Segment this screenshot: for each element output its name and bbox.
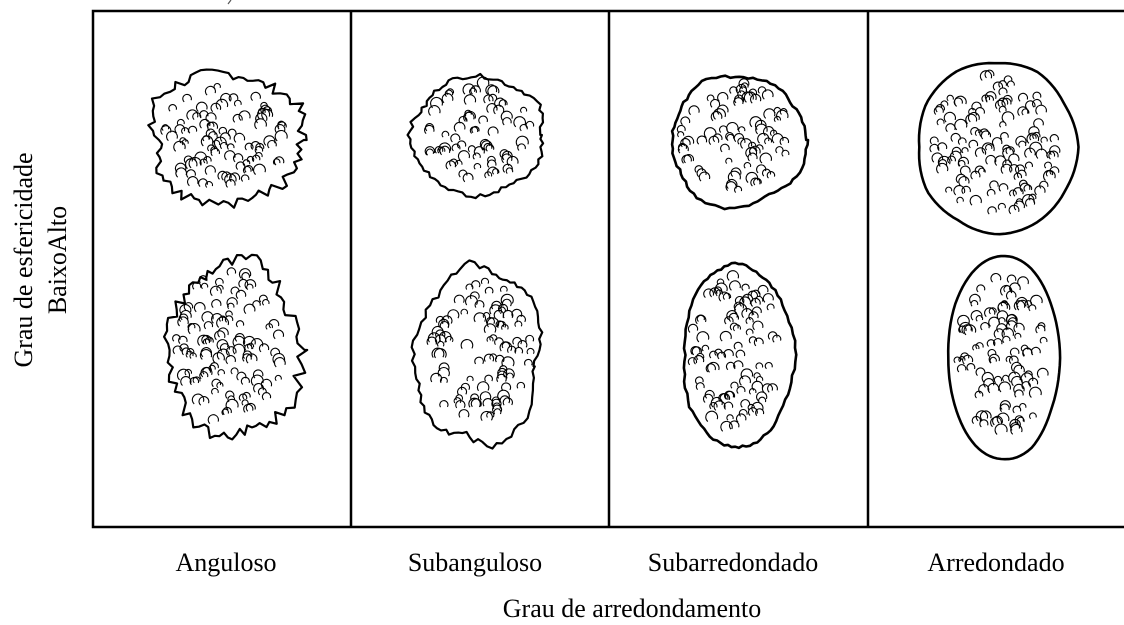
column-label-subanguloso: Subanguloso <box>408 550 542 576</box>
column-label-anguloso: Anguloso <box>175 550 276 576</box>
grain-arredondado-bottom <box>948 256 1060 459</box>
grain-subarredondado-top <box>672 76 808 209</box>
grain-subanguloso-top <box>408 74 543 198</box>
x-axis-title: Grau de arredondamento <box>503 596 761 622</box>
column-label-arredondado: Arredondado <box>927 550 1064 576</box>
grain-anguloso-top <box>148 70 306 208</box>
grain-subanguloso-bottom <box>394 252 558 454</box>
grain-subarredondado-bottom <box>684 263 796 448</box>
y-axis-title-block: Grau de esfericidade BaixoAlto <box>4 110 78 410</box>
grain-drawings <box>148 63 1078 459</box>
grain-arredondado-top <box>919 63 1079 234</box>
grain-anguloso-bottom <box>164 255 307 440</box>
y-axis-scale: BaixoAlto <box>41 152 75 367</box>
column-label-subarredondado: Subarredondado <box>648 550 818 576</box>
y-axis-title: Grau de esfericidade <box>7 152 41 367</box>
